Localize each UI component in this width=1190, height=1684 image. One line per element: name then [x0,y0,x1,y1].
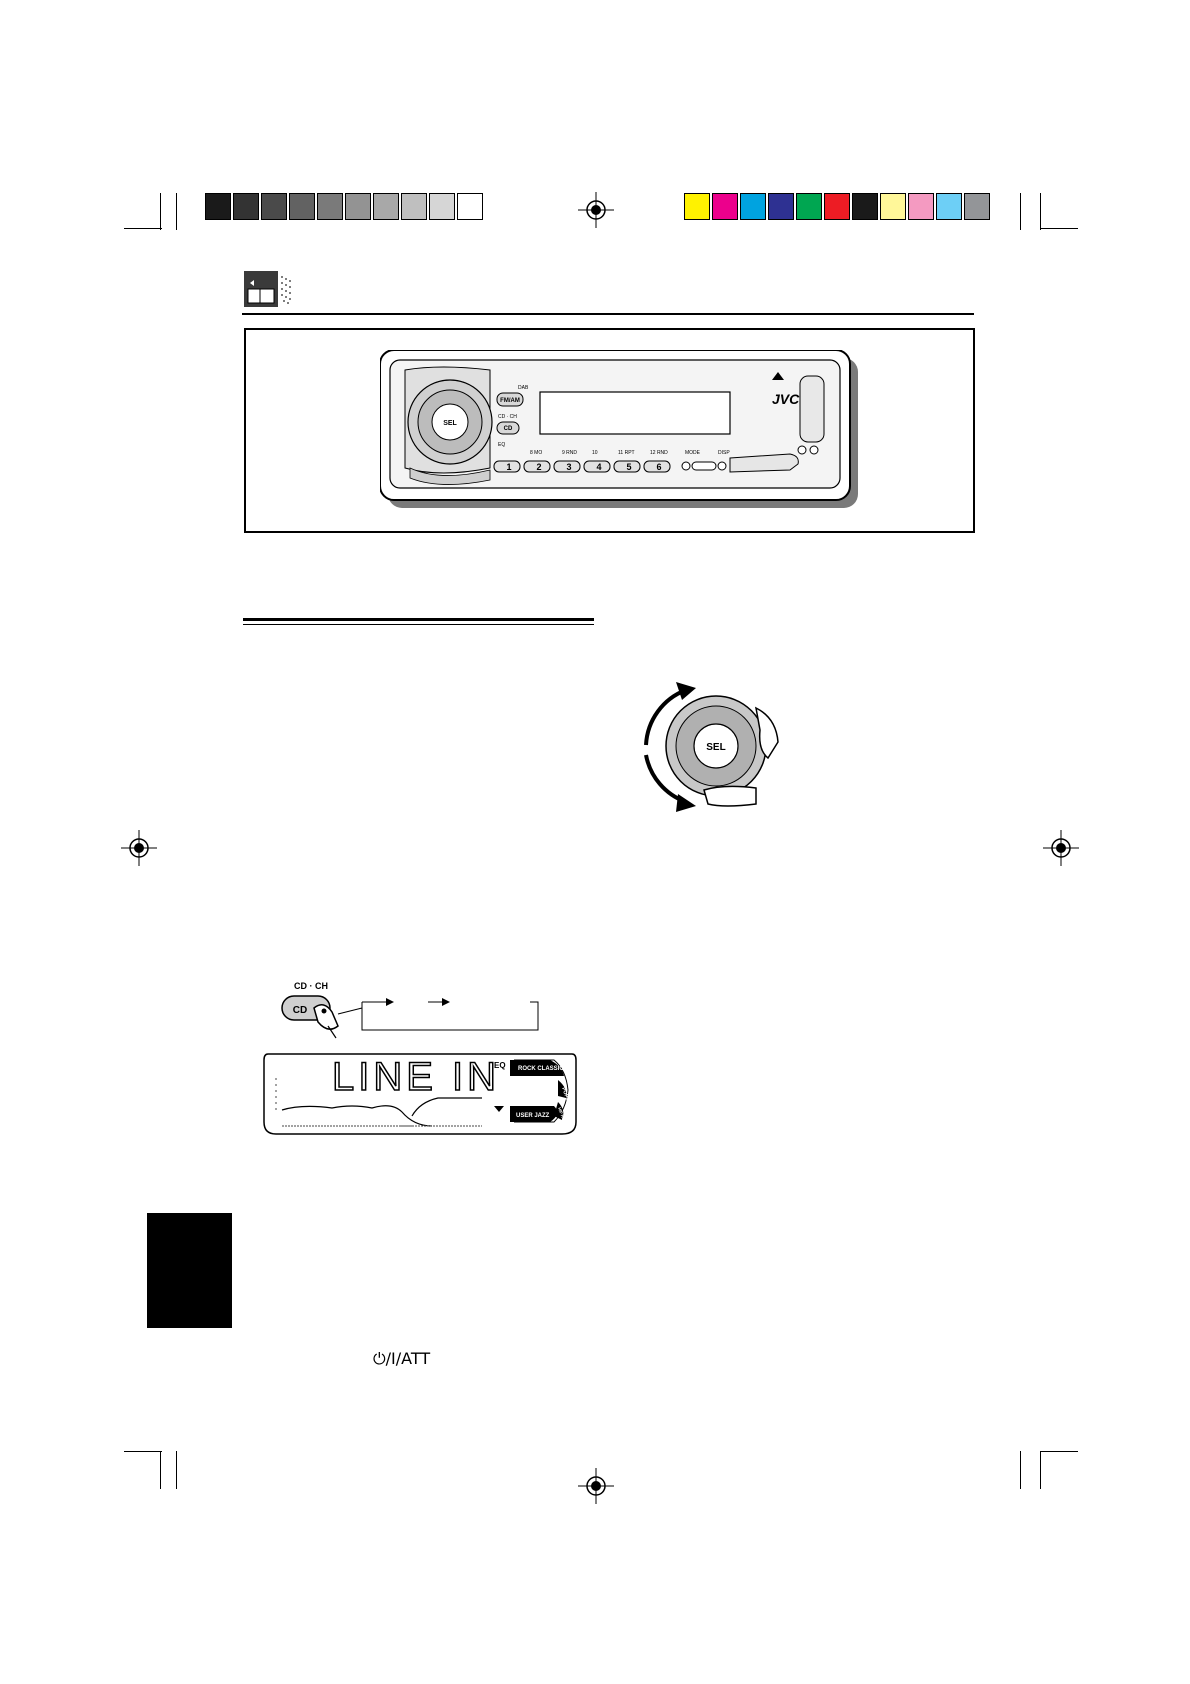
disp-label: DISP [718,450,730,456]
registration-mark-icon [121,830,157,866]
crop-mark [1020,193,1021,230]
preset-button-label: 3 [566,462,571,472]
gray-swatch [233,193,259,220]
disp-button[interactable] [717,461,727,471]
registration-mark-icon [1043,830,1079,866]
mode-label: MODE [685,450,701,456]
gray-swatch [429,193,455,220]
crop-mark [1040,1451,1078,1452]
preset-button-label: 2 [536,462,541,472]
crop-mark [1040,1451,1041,1489]
lcd-mode-pops: POPS [560,1087,571,1103]
gray-swatch [317,193,343,220]
cd-ch-top-label: CD · CH [294,981,328,991]
dab-label: DAB [518,385,529,391]
color-swatch [880,193,906,220]
faceplate-figure [244,328,975,533]
preset-button-label: 4 [596,462,601,472]
att-button-label: ⏻/I/ATT [373,1349,431,1368]
flow-arrow-icon [442,998,450,1006]
cd-ch-label: CD · CH [498,414,517,420]
color-swatch [768,193,794,220]
brand-logo: JVC [772,391,800,407]
preset-button-label: 1 [506,462,511,472]
gray-swatch [401,193,427,220]
preset-buttons: 1 2 3 4 5 6 [493,460,671,473]
rnd-label: 9 RND [562,450,577,456]
fm-am-button-label: FM/AM [500,398,520,404]
preset-button-label: 5 [626,462,631,472]
registration-mark-icon [578,192,614,228]
color-swatch [964,193,990,220]
thumb-icon [703,785,757,807]
language-tab [147,1213,232,1328]
crop-mark [1040,228,1078,229]
mode-button[interactable] [691,461,717,471]
pressing-finger-icon [313,1004,339,1030]
cd-button-small-label: CD [504,426,513,432]
dial-sel-label: SEL [706,742,725,753]
lcd-main-text: LINE IN [332,1055,500,1099]
color-swatch [852,193,878,220]
preset-button[interactable] [613,460,641,473]
preset-button-label: 6 [656,462,661,472]
cd-button-small[interactable] [496,421,520,435]
crop-mark [160,1451,161,1489]
gray-swatch [289,193,315,220]
preset-button[interactable] [553,460,581,473]
color-swatch [824,193,850,220]
preset-button[interactable] [493,460,521,473]
lcd-display: LINE IN EQ ROCK CLASSIC POPS HIP HOP USE… [263,1053,577,1135]
eq-label: EQ [498,442,505,448]
gray-swatch [261,193,287,220]
mo-label: 8 MO [530,450,542,456]
crop-mark [124,228,162,229]
control-dial-illustration: SEL [644,682,779,812]
section-icon [244,271,291,307]
lcd-modes-bottom: USER JAZZ [516,1113,550,1119]
preset-button[interactable] [643,460,671,473]
cd-button-label: CD [293,1005,307,1016]
fm-am-button[interactable] [496,392,524,407]
color-swatch [684,193,710,220]
registration-mark-icon [578,1468,614,1504]
gray-swatch [205,193,231,220]
color-swatch [796,193,822,220]
rotate-up-arrow-icon [676,682,696,700]
ta-label: 10 [592,450,598,456]
crop-mark [1020,1451,1021,1489]
color-swatch [936,193,962,220]
section-rule [243,618,594,621]
finger-icon [754,706,779,760]
gray-swatch [345,193,371,220]
crop-mark [1040,193,1041,230]
crop-mark [160,193,161,230]
faceplate-illustration: SEL JVC DAB FM/AM CD · CH CD EQ 8 MO 9 R… [380,350,858,508]
flow-arrow-icon [386,998,394,1006]
color-swatch [712,193,738,220]
preset-button[interactable] [583,460,611,473]
section-rule [243,624,594,625]
pty-label: 12 RND [650,450,668,456]
gray-swatch [457,193,483,220]
crop-mark [124,1451,162,1452]
crop-mark [176,193,177,230]
lcd-eq-tag: EQ [494,1061,506,1070]
preset-button[interactable] [523,460,551,473]
rotate-down-arrow-icon [676,794,696,812]
lcd-mode-hiphop: HIP HOP [557,1107,567,1124]
color-swatch [740,193,766,220]
gray-swatch [373,193,399,220]
faceplate-sel-label: SEL [443,420,457,427]
cd-button-flow-illustration: CD · CH CD [281,981,539,1039]
header-rule [242,313,974,315]
rpt-label: 11 RPT [618,450,635,456]
crop-mark [176,1451,177,1489]
color-swatch [908,193,934,220]
lcd-modes-top: ROCK CLASSIC [518,1066,564,1072]
